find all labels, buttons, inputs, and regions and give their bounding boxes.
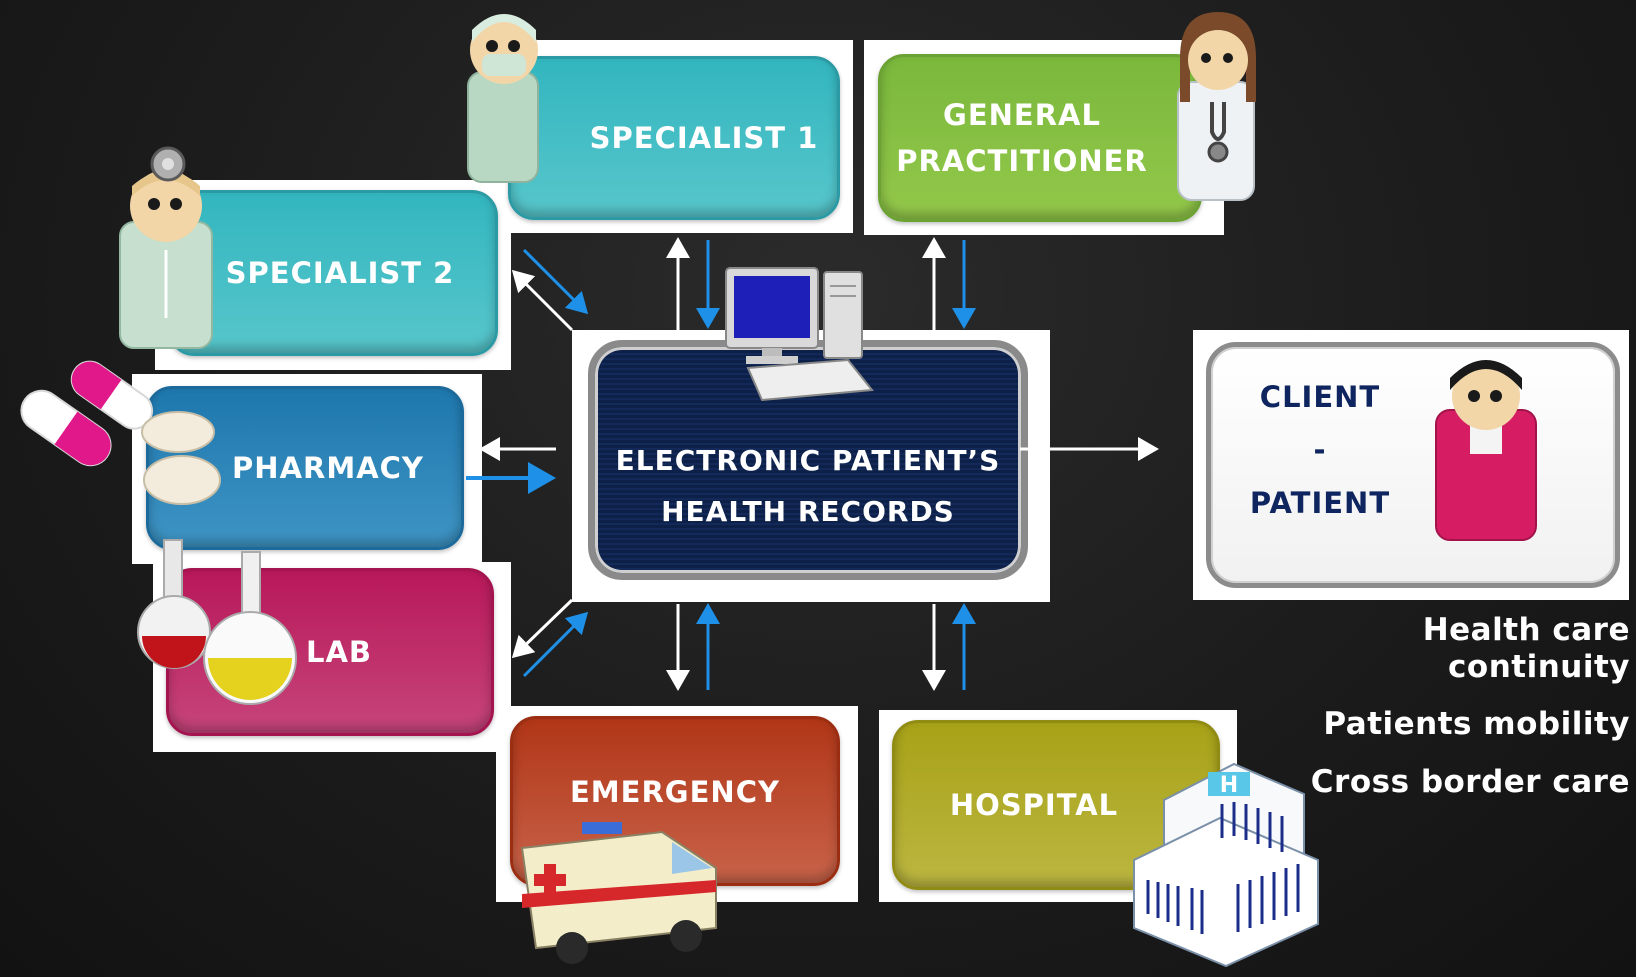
node-lab-label: LAB [305,634,373,669]
computer-icon [725,267,874,402]
doctor-stethoscope-icon [1177,12,1256,201]
arrow-ehr-to-lab [511,598,574,659]
node-general-practitioner-label-line2: PRACTITIONER [896,144,1148,178]
node-emergency-label: EMERGENCY [570,775,780,809]
benefit-health-care-continuity-text: Health care continuity [1422,612,1630,686]
node-specialist-1-label: SPECIALIST 1 [589,120,819,155]
node-pharmacy-label: PHARMACY [232,450,424,485]
node-general-practitioner-label-line1: GENERAL [943,97,1101,132]
arrow-specialist-2-to-ehr [522,248,589,315]
node-client-label-line3: PATIENT [1249,486,1391,520]
head-mirror-doctor-icon [119,146,213,349]
node-client-label-line1: CLIENT [1259,380,1381,414]
pills-icon [20,360,221,505]
arrows [466,237,1159,691]
benefit-cross-border-care: Cross border care [1311,764,1630,801]
benefit-patients-mobility-text: Patients mobility [1323,706,1630,742]
benefit-health-care-continuity: Health care continuity [1423,612,1630,686]
node-specialist-2[interactable]: SPECIALIST 2 [168,190,498,356]
node-hospital-label: HOSPITAL [949,787,1119,822]
node-specialist-1[interactable]: SPECIALIST 1 [508,56,840,220]
node-client-patient[interactable] [1206,342,1620,588]
patient-person-icon [1435,360,1537,541]
svg-text:H: H [1220,773,1238,798]
arrow-lab-to-ehr [522,611,589,678]
node-client-label-line2: - [1313,433,1327,467]
node-ehr-label-line2: HEALTH RECORDS [661,494,955,528]
node-ehr-label-line1: ELECTRONIC PATIENT’S [615,444,1001,478]
hospital-building-icon: H [1133,762,1319,968]
benefit-patients-mobility: Patients mobility [1323,706,1630,743]
flask-icon [137,539,297,705]
node-client-patient-label: CLIENT - PATIENT [1210,380,1430,539]
benefit-cross-border-care-text: Cross border care [1310,764,1630,800]
arrow-ehr-to-specialist-2 [511,269,574,332]
surgeon-icon [467,14,539,183]
node-specialist-2-label: SPECIALIST 2 [225,255,455,290]
ambulance-icon [520,822,717,964]
